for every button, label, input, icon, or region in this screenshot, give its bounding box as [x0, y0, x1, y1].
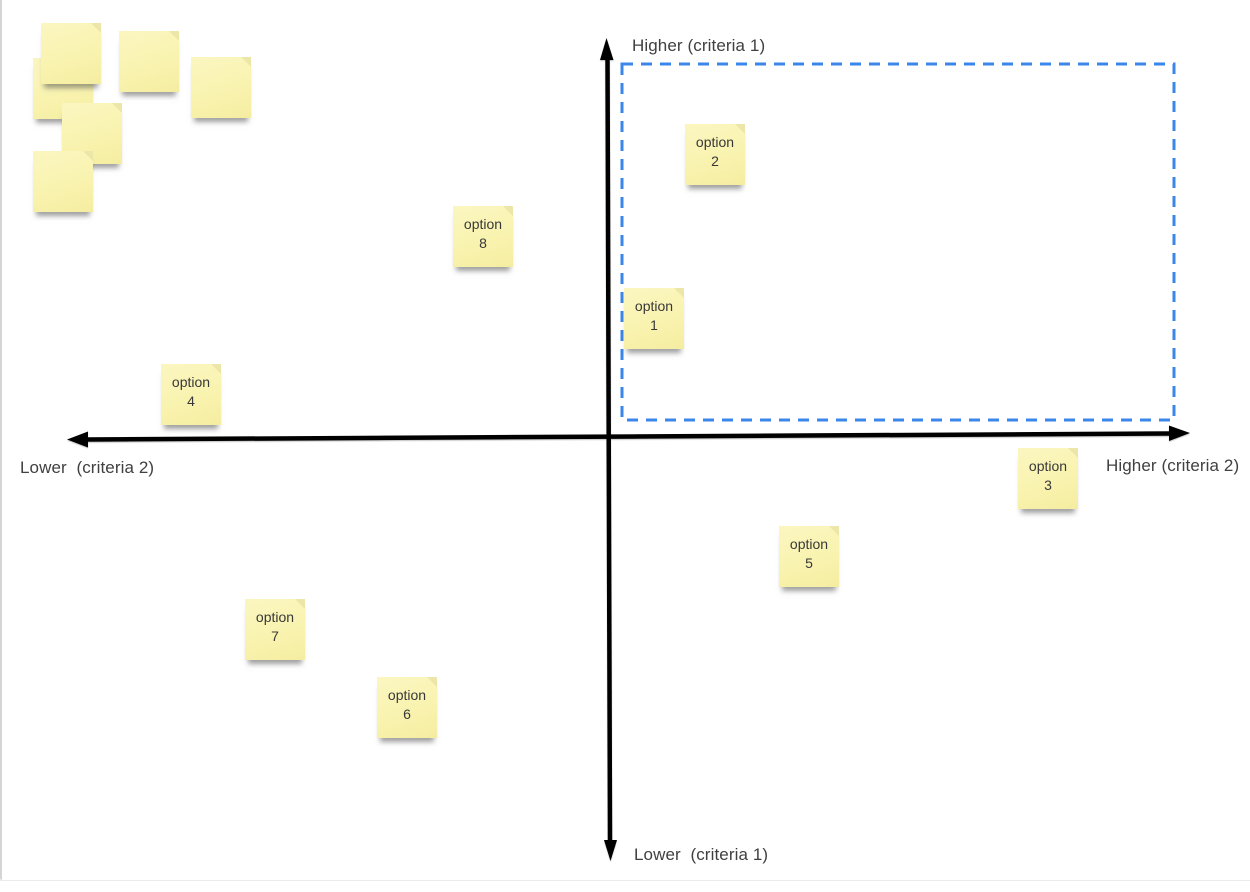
- sticky-note-number: 7: [271, 628, 279, 644]
- axis-label-left: Lower (criteria 2): [20, 458, 155, 477]
- axis-label-bottom: Lower (criteria 1): [634, 845, 769, 864]
- sticky-note-number: 8: [479, 235, 487, 251]
- sticky-note-option-2[interactable]: option 2: [685, 124, 745, 185]
- quadrant-highlight-box[interactable]: [620, 62, 1176, 422]
- sticky-note-option-3[interactable]: option 3: [1018, 448, 1078, 509]
- sticky-note-number: 2: [711, 153, 719, 169]
- sticky-note-number: 5: [805, 555, 813, 571]
- sticky-note-option-5[interactable]: option 5: [779, 526, 839, 587]
- vertical-axis-bottom-arrowhead: [604, 840, 617, 861]
- sticky-note-blank[interactable]: [41, 23, 101, 84]
- sticky-note-label: option: [634, 298, 674, 314]
- sticky-note-blank[interactable]: [119, 31, 179, 92]
- board-bottom-edge: [0, 880, 1250, 881]
- sticky-note-option-7[interactable]: option 7: [245, 599, 305, 660]
- sticky-note-label: option: [463, 216, 503, 232]
- sticky-note-blank[interactable]: [33, 151, 93, 212]
- sticky-note-label: option: [387, 687, 427, 703]
- sticky-note-option-6[interactable]: option 6: [377, 677, 437, 738]
- sticky-note-number: 3: [1044, 477, 1052, 493]
- axis-label-top: Higher (criteria 1): [632, 36, 766, 55]
- sticky-note-label: option: [255, 609, 295, 625]
- axes: [67, 38, 1190, 861]
- sticky-note-label: option: [695, 134, 735, 150]
- vertical-axis-top-arrowhead: [600, 38, 614, 60]
- sticky-note-option-4[interactable]: option 4: [161, 364, 221, 425]
- horizontal-axis-right-arrowhead: [1169, 425, 1190, 441]
- sticky-note-blank[interactable]: [191, 57, 251, 118]
- sticky-note-number: 6: [403, 706, 411, 722]
- horizontal-axis-left-arrowhead: [67, 431, 88, 448]
- axis-label-right: Higher (criteria 2): [1106, 456, 1240, 475]
- sticky-note-label: option: [789, 536, 829, 552]
- sticky-note-option-1[interactable]: option 1: [624, 288, 684, 349]
- board-left-edge: [0, 0, 2, 880]
- vertical-axis-line[interactable]: [605, 56, 613, 842]
- sticky-note-number: 1: [650, 317, 658, 333]
- sticky-note-number: 4: [187, 393, 195, 409]
- horizontal-axis-line[interactable]: [85, 431, 1172, 442]
- sticky-note-option-8[interactable]: option 8: [453, 206, 513, 267]
- sticky-note-label: option: [1028, 458, 1068, 474]
- sticky-note-label: option: [171, 374, 211, 390]
